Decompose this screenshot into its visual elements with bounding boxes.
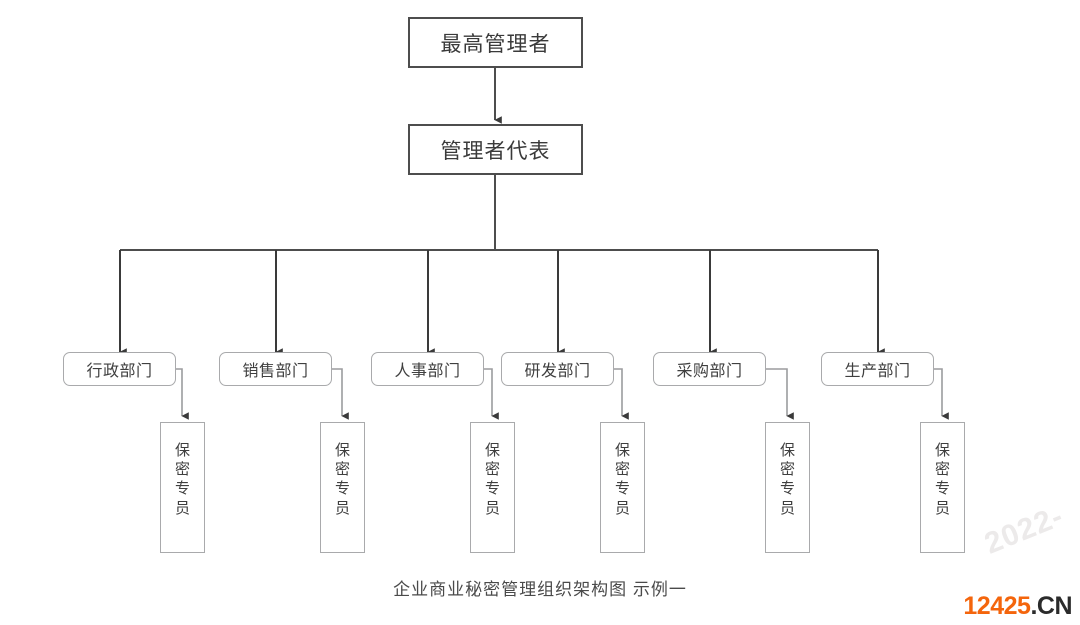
officer-char: 员	[934, 499, 950, 517]
node-department-production[interactable]: 生产部门	[821, 352, 934, 386]
officer-char: 保	[174, 442, 190, 459]
officer-char: 保	[934, 442, 950, 459]
officer-label-vertical: 保 密 专 员	[935, 441, 950, 518]
node-officer-6[interactable]: 保 密 专 员	[920, 422, 965, 553]
officer-char: 员	[334, 499, 350, 517]
officer-char: 专	[934, 480, 950, 498]
node-management-representative[interactable]: 管理者代表	[408, 124, 583, 175]
officer-char: 专	[779, 480, 795, 498]
officer-char: 保	[614, 442, 630, 459]
node-officer-3[interactable]: 保 密 专 员	[470, 422, 515, 553]
node-label: 最高管理者	[440, 32, 551, 56]
officer-char: 员	[484, 499, 500, 517]
diagram-caption: 企业商业秘密管理组织架构图 示例一	[393, 580, 687, 599]
node-officer-5[interactable]: 保 密 专 员	[765, 422, 810, 553]
year-watermark: 2022-	[980, 499, 1069, 561]
officer-char: 保	[334, 442, 350, 459]
node-top-manager[interactable]: 最高管理者	[408, 17, 583, 68]
node-department-procurement[interactable]: 采购部门	[653, 352, 766, 386]
node-label: 管理者代表	[440, 139, 551, 163]
node-officer-2[interactable]: 保 密 专 员	[320, 422, 365, 553]
node-label: 人事部门	[394, 363, 461, 380]
node-officer-4[interactable]: 保 密 专 员	[600, 422, 645, 553]
officer-label-vertical: 保 密 专 员	[780, 441, 795, 518]
officer-char: 保	[779, 442, 795, 459]
node-label: 生产部门	[844, 363, 911, 380]
officer-label-vertical: 保 密 专 员	[615, 441, 630, 518]
officer-char: 专	[614, 480, 630, 498]
officer-char: 专	[484, 480, 500, 498]
officer-char: 保	[484, 442, 500, 459]
officer-label-vertical: 保 密 专 员	[485, 441, 500, 518]
node-label: 行政部门	[86, 363, 153, 380]
officer-label-vertical: 保 密 专 员	[175, 441, 190, 518]
officer-char: 密	[779, 461, 795, 479]
node-label: 销售部门	[242, 363, 309, 380]
brand-number: 12425	[963, 592, 1031, 620]
officer-label-vertical: 保 密 专 员	[335, 441, 350, 518]
brand-watermark: 12425.CN	[963, 592, 1072, 621]
officer-char: 密	[174, 461, 190, 479]
node-department-administration[interactable]: 行政部门	[63, 352, 176, 386]
officer-char: 密	[334, 461, 350, 479]
officer-char: 员	[174, 499, 190, 517]
officer-char: 密	[614, 461, 630, 479]
node-label: 研发部门	[524, 363, 591, 380]
officer-char: 员	[779, 499, 795, 517]
brand-tld: .CN	[1030, 592, 1072, 620]
officer-char: 密	[934, 461, 950, 479]
officer-char: 密	[484, 461, 500, 479]
node-department-sales[interactable]: 销售部门	[219, 352, 332, 386]
officer-char: 专	[174, 480, 190, 498]
node-department-human-resources[interactable]: 人事部门	[371, 352, 484, 386]
node-department-research-development[interactable]: 研发部门	[501, 352, 614, 386]
officer-char: 专	[334, 480, 350, 498]
node-officer-1[interactable]: 保 密 专 员	[160, 422, 205, 553]
node-label: 采购部门	[676, 363, 743, 380]
officer-char: 员	[614, 499, 630, 517]
